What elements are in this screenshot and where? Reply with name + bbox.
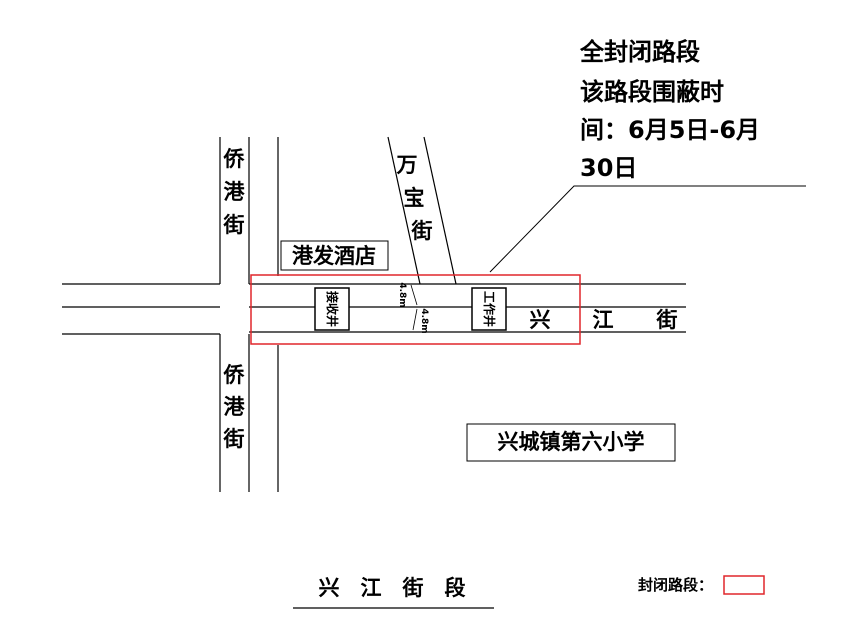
working-pit-box [471, 287, 507, 331]
dimension-lines [410, 284, 418, 331]
closure-area [250, 274, 581, 345]
qiaogang-north-char-2: 港 [224, 180, 246, 204]
qiaogang-street-lines [219, 137, 279, 492]
xingjiang-char-1: 兴 [530, 308, 551, 332]
legend-swatch [723, 575, 765, 595]
notice-line-2: 该路段围蔽时 [580, 78, 724, 106]
school-label: 兴城镇第六小学 [498, 430, 645, 454]
qiaogang-north-char-3: 街 [223, 213, 245, 237]
hotel-box [280, 240, 389, 271]
dimension-bottom: 4.8m [419, 308, 429, 333]
qiaogang-south-char-1: 侨 [223, 363, 246, 387]
xingjiang-char-2: 江 [593, 308, 614, 332]
notice-leader-line [489, 185, 806, 273]
dimension-top: 4.8m [397, 282, 407, 307]
receiving-pit-box [314, 287, 350, 331]
receiving-pit-label: 接收井 [325, 291, 340, 327]
working-pit-label: 工作井 [482, 291, 497, 327]
qiaogang-north-char-1: 侨 [223, 147, 246, 171]
xingjiang-char-3: 街 [656, 308, 678, 332]
wanbao-street-lines [387, 136, 457, 285]
notice-line-1: 全封闭路段 [579, 38, 700, 66]
wanbao-char-2: 宝 [404, 186, 425, 210]
notice-line-3: 间：6月5日-6月 [580, 116, 760, 144]
qiaogang-south-char-3: 街 [223, 427, 245, 451]
wanbao-char-3: 街 [411, 219, 433, 243]
wanbao-char-1: 万 [396, 153, 418, 177]
footer-title: 兴 江 街 段 [319, 576, 466, 600]
school-box [466, 423, 676, 462]
qiaogang-south-char-2: 港 [224, 395, 246, 419]
notice-line-4: 30日 [580, 154, 637, 182]
hotel-label: 港发酒店 [292, 244, 376, 268]
legend-label: 封闭路段： [638, 576, 713, 594]
